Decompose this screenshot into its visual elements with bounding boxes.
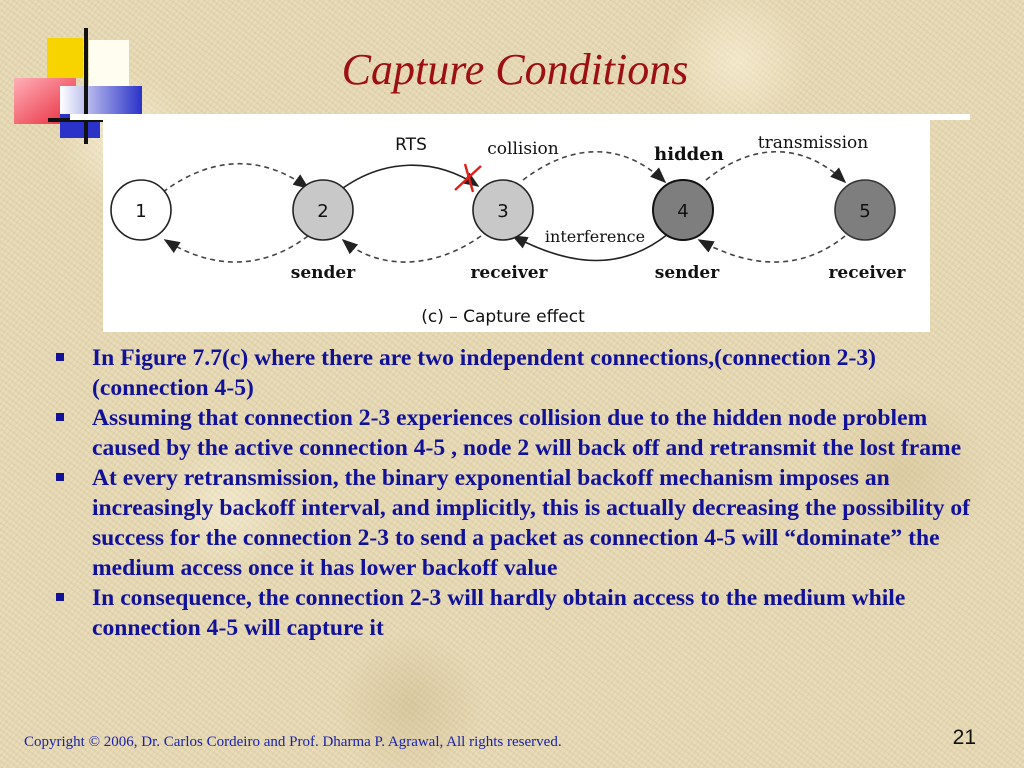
hidden-label: hidden [654, 144, 724, 165]
edge-2-1-back [163, 235, 309, 263]
square-bullet-icon [56, 473, 64, 481]
logo-white-square [89, 40, 129, 92]
edge-interference [511, 233, 669, 262]
bullet-item: At every retransmission, the binary expo… [52, 463, 972, 583]
logo-vertical-line [84, 28, 88, 144]
slide-title: Capture Conditions [341, 45, 689, 94]
bullet-item: Assuming that connection 2-3 experiences… [52, 403, 972, 463]
square-bullet-icon [56, 353, 64, 361]
page-number: 21 [952, 726, 976, 749]
node-5: 5 [834, 179, 896, 241]
node-3: 3 [472, 179, 534, 241]
role-label-node-3: receiver [470, 263, 548, 283]
bullet-text: Assuming that connection 2-3 experiences… [92, 405, 962, 461]
square-bullet-icon [56, 413, 64, 421]
transmission-label: transmission [758, 133, 868, 153]
node-4: 4 [652, 179, 714, 241]
node-2-label: 2 [317, 201, 328, 222]
bullet-text: In consequence, the connection 2-3 will … [92, 585, 906, 641]
edge-3-2-back [341, 235, 482, 263]
bullet-item: In Figure 7.7(c) where there are two ind… [52, 343, 972, 403]
node-4-label: 4 [677, 201, 688, 222]
node-3-label: 3 [497, 201, 508, 222]
edge-transmission [705, 151, 847, 184]
capture-effect-figure: 1 2 3 4 5 RTS collision hidden transmiss… [103, 120, 930, 332]
collision-label: collision [487, 139, 558, 159]
logo-yellow-square [47, 38, 83, 78]
bullet-list: In Figure 7.7(c) where there are two ind… [52, 343, 972, 643]
node-5-label: 5 [859, 201, 870, 222]
figure-caption: (c) – Capture effect [421, 307, 585, 327]
bullet-text: At every retransmission, the binary expo… [92, 465, 971, 581]
role-label-node-5: receiver [828, 263, 906, 283]
decorative-logo [14, 28, 142, 144]
rts-label: RTS [395, 135, 427, 155]
logo-blue-square [60, 86, 142, 116]
node-1-label: 1 [135, 201, 146, 222]
edge-rts [342, 164, 480, 189]
bullet-text: In Figure 7.7(c) where there are two ind… [92, 345, 876, 401]
copyright-footer: Copyright © 2006, Dr. Carlos Cordeiro an… [24, 734, 562, 750]
logo-horizontal-line [48, 118, 112, 122]
node-2: 2 [292, 179, 354, 241]
collision-cross-icon [454, 163, 482, 193]
title-underline [70, 114, 970, 120]
capture-effect-diagram: 1 2 3 4 5 RTS collision hidden transmiss… [110, 133, 907, 327]
role-label-node-2: sender [291, 263, 356, 283]
node-1: 1 [110, 179, 172, 241]
square-bullet-icon [56, 593, 64, 601]
interference-label: interference [545, 227, 645, 246]
edge-5-4-back [697, 235, 846, 263]
edge-1-2-forward [162, 162, 310, 193]
role-label-node-4: sender [655, 263, 720, 283]
bullet-item: In consequence, the connection 2-3 will … [52, 583, 972, 643]
edge-3-4-forward [522, 150, 667, 184]
